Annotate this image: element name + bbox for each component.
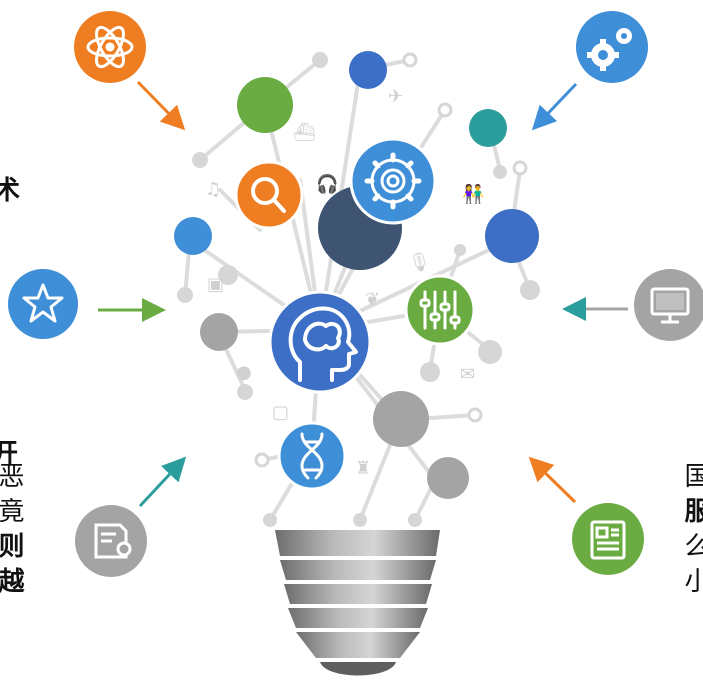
document-icon <box>590 520 626 560</box>
gear-node <box>349 137 437 225</box>
document-arrow <box>528 456 577 504</box>
right-col-line-1: 国 <box>680 462 703 488</box>
left-col-line-2: 竟 <box>0 497 24 524</box>
gear-icon <box>364 152 422 210</box>
dna-node <box>277 421 347 491</box>
certificate-arrow <box>138 456 187 508</box>
brain-head-node <box>268 290 372 394</box>
people-icon: 👫 <box>462 183 484 205</box>
tower-icon: ♜ <box>355 458 371 479</box>
plane-icon: ✈ <box>388 86 403 107</box>
left-column-text: 恶 竟 则 越 <box>0 462 24 593</box>
faint-icons: ♫ 🎧 👫 🎙 ❦ ▣ ● ▢ ✉ ✈ ⛴ ♜ <box>205 86 484 479</box>
left-col-line-4: 越 <box>0 567 24 594</box>
gears-badge <box>576 11 648 83</box>
sliders-node <box>404 274 476 346</box>
gray-node-center <box>373 391 429 447</box>
envelope-icon: ✉ <box>460 364 475 385</box>
gears-icon <box>587 28 632 71</box>
document-badge <box>572 503 644 575</box>
dna-icon <box>300 432 324 480</box>
ship-icon: ⛴ <box>293 122 316 143</box>
search-node <box>234 160 304 230</box>
atom-badge <box>74 11 146 83</box>
leaf-icon: ❦ <box>365 289 380 310</box>
right-col-line-2: 服 <box>680 497 703 524</box>
monitor-icon <box>650 287 690 324</box>
green-node <box>237 77 293 133</box>
certificate-badge <box>75 505 147 577</box>
apple-icon: ● <box>236 362 252 383</box>
gray-node-left <box>200 313 238 351</box>
search-icon <box>251 177 286 213</box>
left-col-line-3: 则 <box>0 532 24 559</box>
bulb-nodes <box>174 51 539 499</box>
left-top-text: 术 <box>0 176 21 206</box>
dark-blue-node <box>349 51 387 89</box>
blue-node-right <box>485 209 539 263</box>
star-icon <box>22 283 64 323</box>
brain-head-icon <box>288 306 358 382</box>
gray-node-bottom <box>427 457 469 499</box>
atom-arrow <box>136 80 186 131</box>
bulb-base <box>275 530 440 676</box>
blue-node-left <box>174 217 212 255</box>
tv-icon: ▢ <box>272 402 289 423</box>
music-note-icon: ♫ <box>205 179 221 200</box>
right-column-text: 国 服 么 小 <box>680 462 703 593</box>
sliders-icon <box>419 290 461 330</box>
right-col-line-4: 小 <box>680 567 703 594</box>
headphones-icon: 🎧 <box>316 173 338 195</box>
star-badge <box>8 269 78 339</box>
atom-icon <box>86 25 134 69</box>
monitor-badge <box>634 269 703 341</box>
left-col-line-1: 恶 <box>0 462 24 488</box>
certificate-icon <box>94 523 132 559</box>
right-col-line-3: 么 <box>680 532 703 559</box>
teal-node <box>469 109 507 147</box>
left-middle-text: 开 <box>0 439 19 469</box>
microphone-icon: 🎙 <box>408 252 431 273</box>
gears-arrow <box>531 82 578 131</box>
sofa-icon: ▣ <box>207 274 224 295</box>
